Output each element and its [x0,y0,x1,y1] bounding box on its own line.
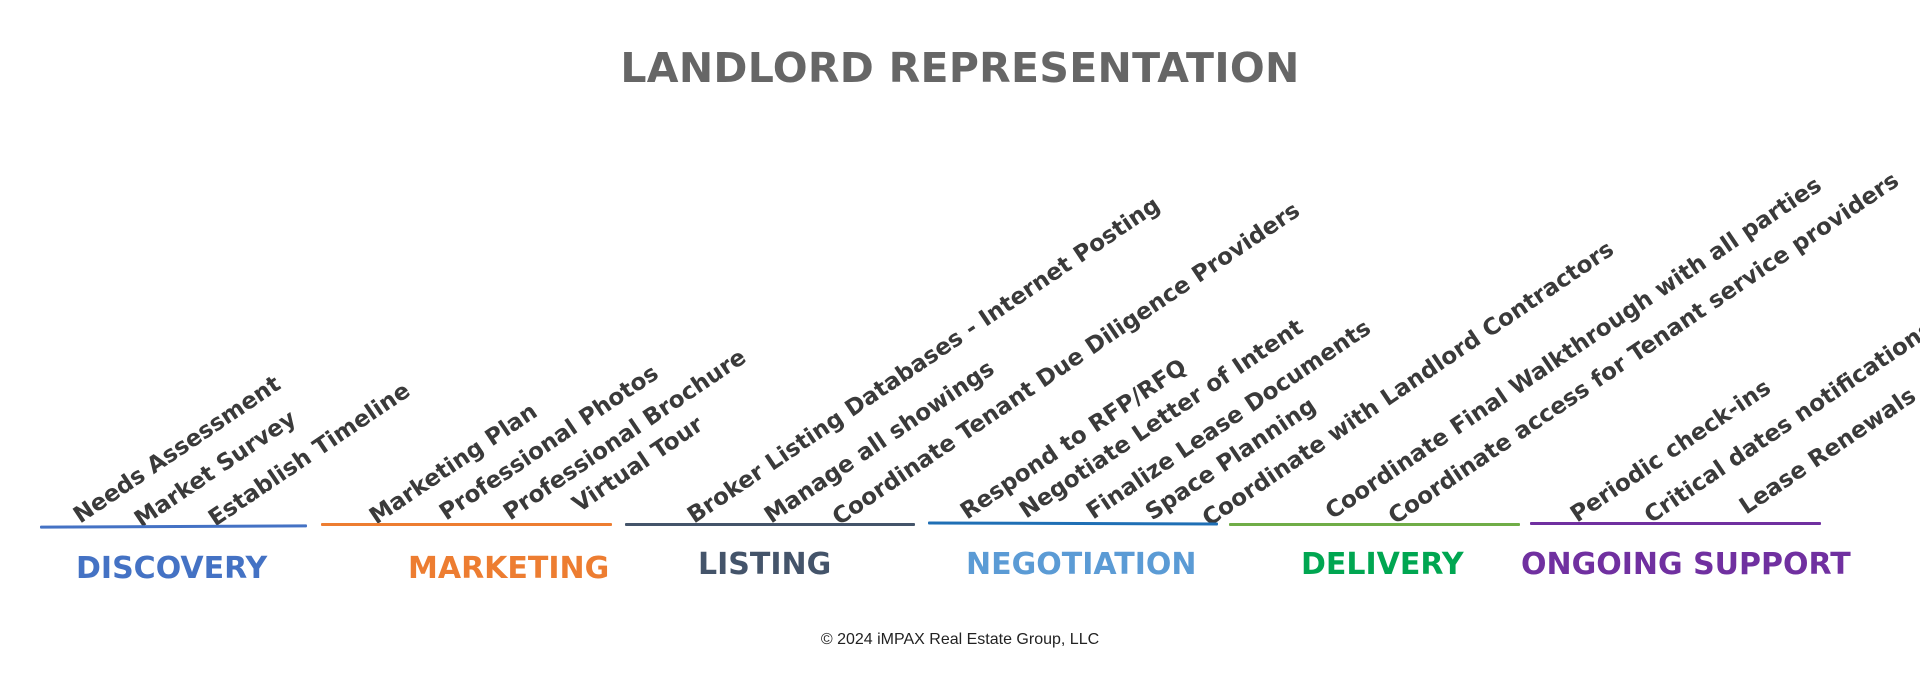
phase-ongoing-support: ONGOING SUPPORT [1521,547,1851,582]
ongoing-support-line [1530,522,1821,525]
phase-negotiation: NEGOTIATION [966,547,1197,582]
discovery-line [39,524,308,529]
phase-discovery: DISCOVERY [76,551,268,586]
phase-delivery: DELIVERY [1301,547,1464,582]
phase-listing: LISTING [698,547,832,582]
task-coordinate-final-walkthrough: Coordinate Final Walkthrough with all pa… [1320,172,1827,525]
marketing-line [321,523,612,526]
copyright-footer: © 2024 iMPAX Real Estate Group, LLC [820,631,1100,648]
delivery-line [1229,523,1520,526]
page-title: LANDLORD REPRESENTATION [620,44,1300,92]
negotiation-line [927,521,1219,526]
listing-line [625,523,915,526]
phase-marketing: MARKETING [408,551,610,586]
